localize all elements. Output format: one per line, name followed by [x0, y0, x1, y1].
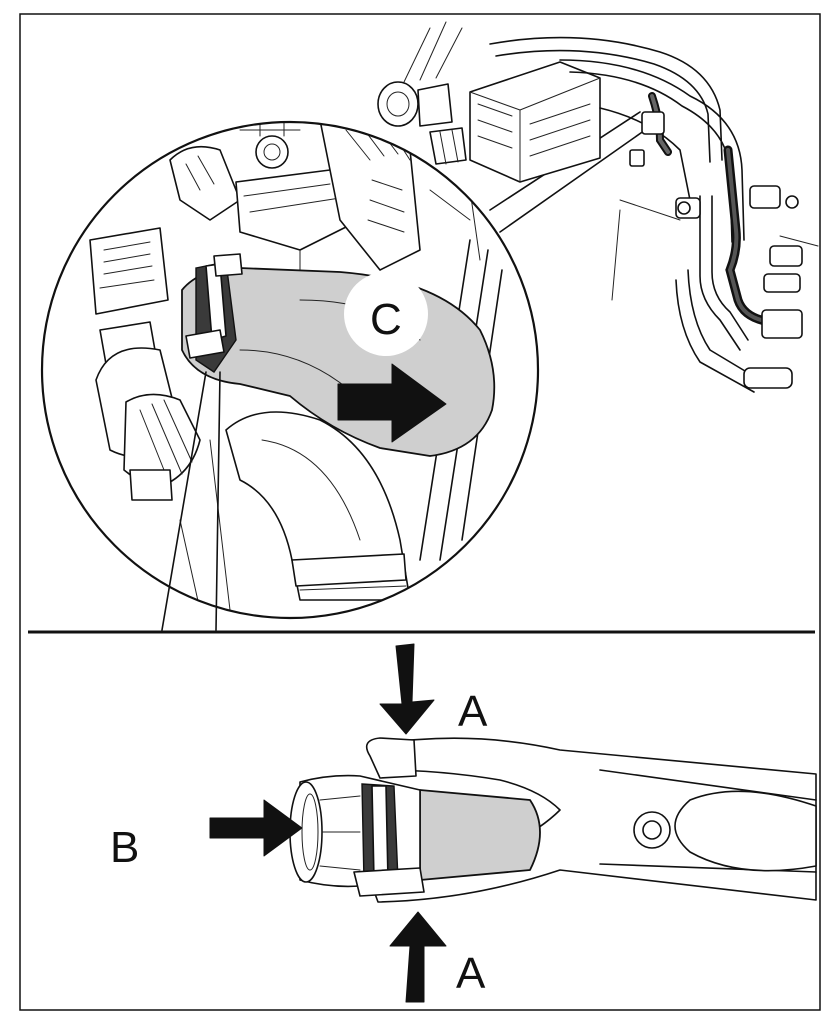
pull-arrow-c	[337, 363, 447, 443]
label-a-top: A	[458, 687, 488, 736]
pliers-detail	[209, 643, 817, 1003]
push-arrow-b	[209, 799, 303, 857]
callout-leader	[161, 371, 221, 631]
engine-overview	[377, 21, 819, 393]
label-c-badge	[344, 272, 428, 356]
label-a-bottom: A	[456, 949, 486, 998]
squeeze-arrow-a-top	[379, 643, 435, 735]
label-b: B	[110, 823, 139, 872]
detail-magnifier	[40, 120, 540, 631]
label-c: C	[370, 295, 402, 344]
diagram-border	[19, 13, 821, 1011]
squeeze-arrow-a-bottom	[389, 911, 447, 1003]
